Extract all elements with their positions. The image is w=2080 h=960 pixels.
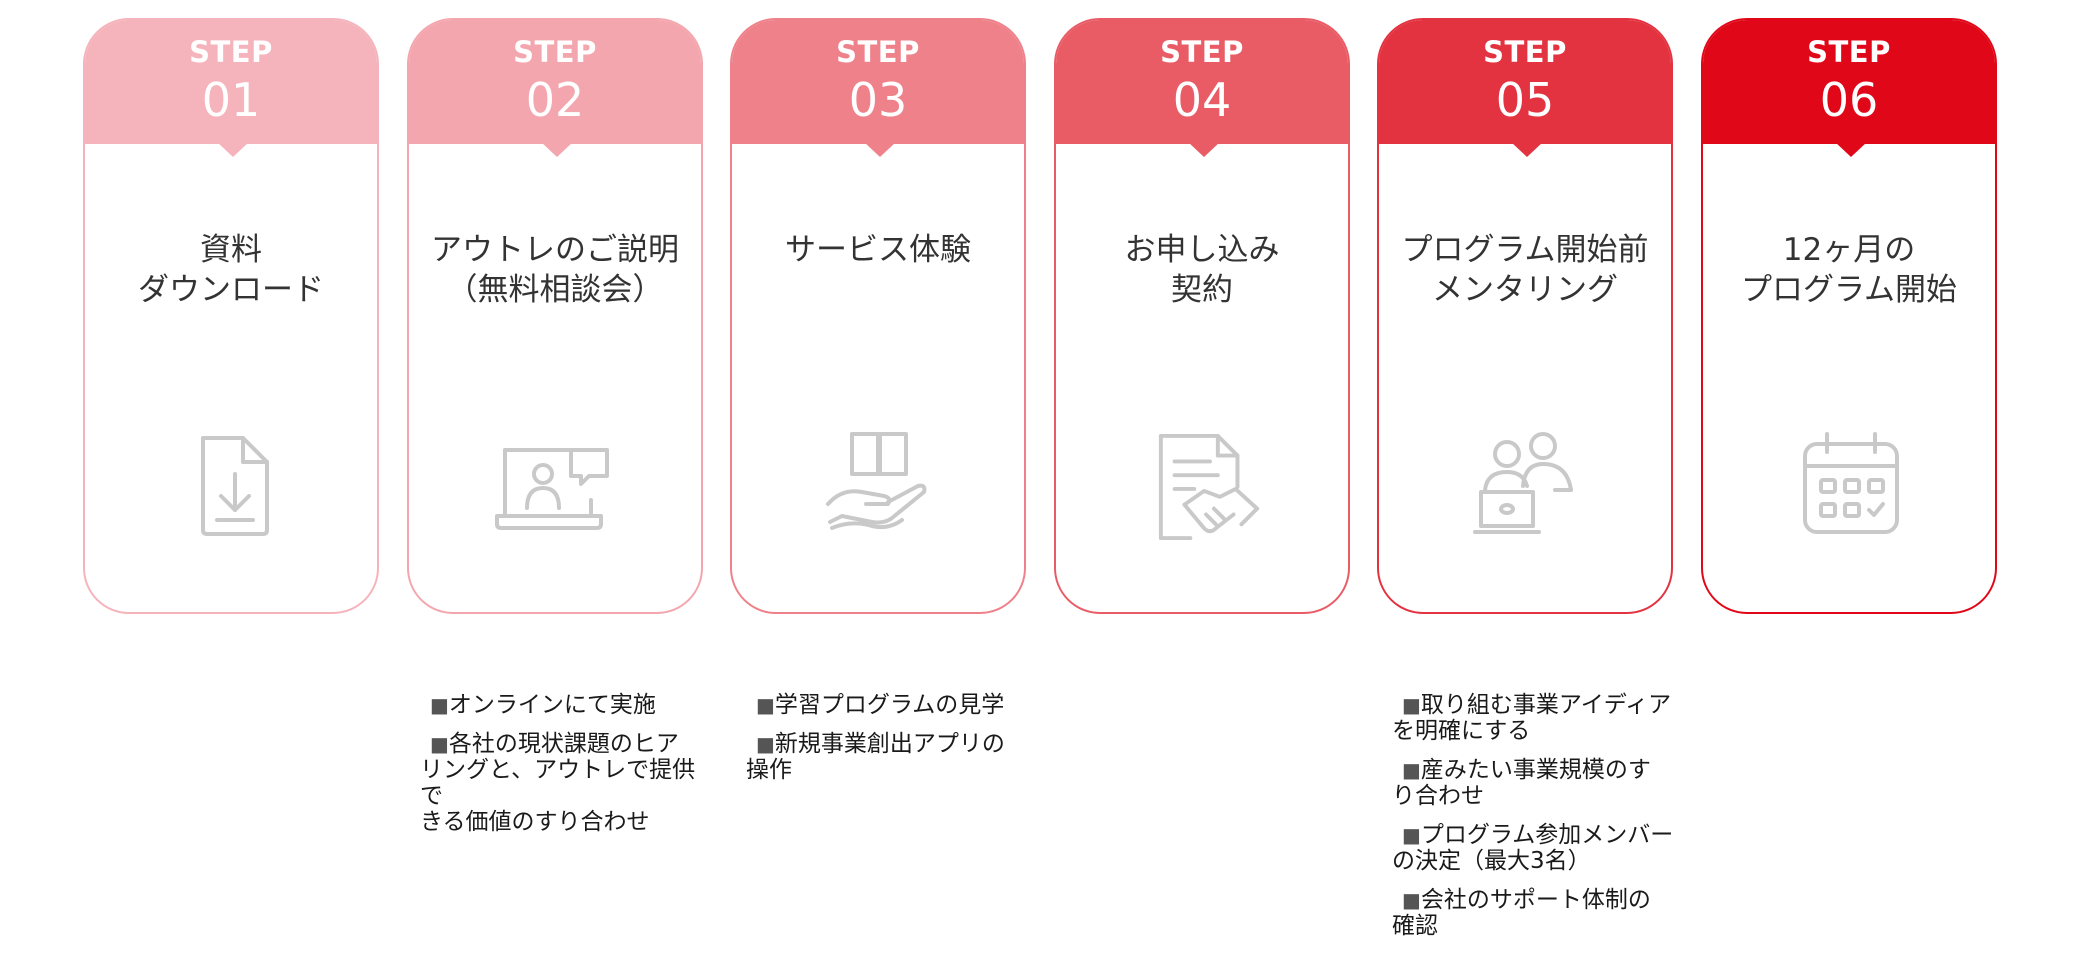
step-title: お申し込み 契約 [1124,232,1280,308]
note-item: ■オンラインにて実施 [420,692,696,718]
people-with-laptop-icon [1471,430,1583,540]
step-label: STEP [1483,35,1567,69]
step-label: STEP [836,35,920,69]
note-bullet: ■ [1402,888,1421,912]
step-number: 03 [848,73,908,127]
note-text: プログラム参加メンバー の決定（最大3名） [1392,822,1674,874]
step-number: 05 [1495,73,1555,127]
note-bullet: ■ [1402,823,1421,847]
step-title: サービス体験 [785,232,971,268]
book-on-hand-icon [822,430,938,540]
step-number: 06 [1819,73,1879,127]
step-header-02: STEP 02 [409,20,701,144]
step-label: STEP [189,35,273,69]
step-pointer-arrow [864,142,896,157]
note-text: 会社のサポート体制の 確認 [1392,887,1651,939]
step-card-06: STEP 06 12ヶ月の プログラム開始 [1701,18,1997,614]
step-header-01: STEP 01 [85,20,377,144]
note-bullet: ■ [756,693,775,717]
step-number: 01 [201,73,261,127]
step-label: STEP [1160,35,1244,69]
step-title: プログラム開始前 メンタリング [1401,232,1649,308]
note-item: ■プログラム参加メンバー の決定（最大3名） [1392,822,1676,874]
note-item: ■産みたい事業規模のす り合わせ [1392,757,1676,809]
step-pointer-arrow [1511,142,1543,157]
note-item: ■新規事業創出アプリの 操作 [746,731,1022,783]
step-02-notes: ■オンラインにて実施 ■各社の現状課題のヒア リングと、アウトレで提供で きる価… [420,692,696,848]
step-header-05: STEP 05 [1379,20,1671,144]
step-03-notes: ■学習プログラムの見学 ■新規事業創出アプリの 操作 [746,692,1022,796]
step-number: 02 [525,73,585,127]
calendar-icon [1799,430,1903,540]
step-pointer-arrow [541,142,573,157]
step-pointer-arrow [1188,142,1220,157]
step-pointer-arrow [217,142,249,157]
step-number: 04 [1172,73,1232,127]
note-bullet: ■ [756,732,775,756]
step-label: STEP [1807,35,1891,69]
note-text: 新規事業創出アプリの 操作 [746,731,1005,783]
step-card-02: STEP 02 アウトレのご説明 （無料相談会） [407,18,703,614]
note-item: ■会社のサポート体制の 確認 [1392,887,1676,939]
step-card-03: STEP 03 サービス体験 [730,18,1026,614]
note-bullet: ■ [1402,693,1421,717]
step-header-04: STEP 04 [1056,20,1348,144]
step-title: 12ヶ月の プログラム開始 [1740,232,1958,308]
note-item: ■取り組む事業アイディア を明確にする [1392,692,1676,744]
note-item: ■各社の現状課題のヒア リングと、アウトレで提供で きる価値のすり合わせ [420,731,696,835]
note-text: オンラインにて実施 [448,692,656,718]
step-title: アウトレのご説明 （無料相談会） [431,232,679,308]
contract-handshake-icon [1154,432,1264,542]
step-pointer-arrow [1835,142,1867,157]
step-title: 資料 ダウンロード [138,232,324,308]
note-item: ■学習プログラムの見学 [746,692,1022,718]
note-text: 産みたい事業規模のす り合わせ [1392,757,1651,809]
note-text: 取り組む事業アイディア を明確にする [1392,692,1672,744]
step-card-04: STEP 04 お申し込み 契約 [1054,18,1350,614]
note-bullet: ■ [430,732,449,756]
note-bullet: ■ [430,693,449,717]
note-text: 各社の現状課題のヒア リングと、アウトレで提供で きる価値のすり合わせ [420,731,696,835]
online-meeting-laptop-icon [491,430,615,540]
step-card-05: STEP 05 プログラム開始前 メンタリング [1377,18,1673,614]
step-05-notes: ■取り組む事業アイディア を明確にする ■産みたい事業規模のす り合わせ ■プロ… [1392,692,1676,952]
step-card-01: STEP 01 資料 ダウンロード [83,18,379,614]
step-header-06: STEP 06 [1703,20,1995,144]
download-document-icon [183,430,283,540]
step-header-03: STEP 03 [732,20,1024,144]
note-bullet: ■ [1402,758,1421,782]
note-text: 学習プログラムの見学 [774,692,1005,718]
step-label: STEP [513,35,597,69]
